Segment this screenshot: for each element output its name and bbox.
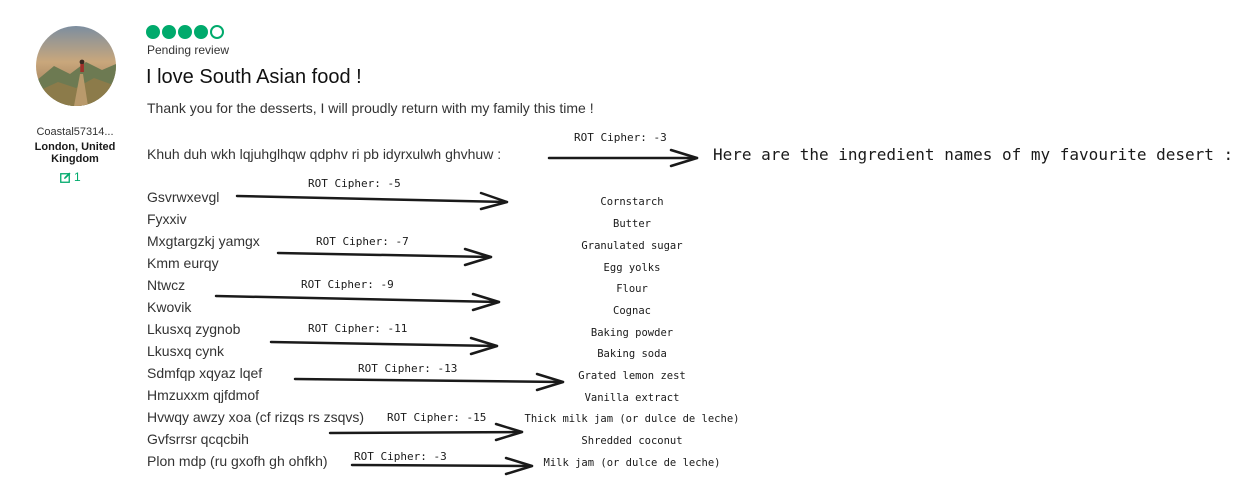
cipher-line: Lkusxq cynk <box>147 343 225 359</box>
rating-bubbles <box>146 25 224 39</box>
user-location: London, United Kingdom <box>34 141 116 165</box>
arrow <box>547 148 699 168</box>
avatar[interactable] <box>36 26 116 106</box>
ingredient-item: Vanilla extract <box>584 392 680 404</box>
arrow <box>293 372 565 392</box>
rot-label: ROT Cipher: -11 <box>308 322 408 335</box>
ingredient-item: Shredded coconut <box>581 435 683 447</box>
cipher-line: Ntwcz <box>147 277 186 293</box>
cipher-line: Sdmfqp xqyaz lqef <box>147 365 263 381</box>
arrow <box>328 422 524 442</box>
username[interactable]: Coastal57314... <box>36 126 114 138</box>
rot-label: ROT Cipher: -3 <box>574 131 667 144</box>
rot-label: ROT Cipher: -7 <box>316 235 409 248</box>
ingredient-item: Cognac <box>613 305 651 317</box>
ingredient-item: Egg yolks <box>603 262 661 274</box>
review-intro: Thank you for the desserts, I will proud… <box>147 100 594 116</box>
cipher-line: Khuh duh wkh lqjuhglhqw qdphv ri pb idyr… <box>147 146 502 162</box>
rating-bubble <box>146 25 160 39</box>
decoded-headline: Here are the ingredient names of my favo… <box>713 145 1234 164</box>
cipher-line: Kwovik <box>147 299 192 315</box>
cipher-line: Lkusxq zygnob <box>147 321 241 337</box>
cipher-line: Gsvrwxevgl <box>147 189 220 205</box>
ingredient-item: Milk jam (or dulce de leche) <box>543 457 721 469</box>
ingredient-item: Thick milk jam (or dulce de leche) <box>524 413 740 425</box>
ingredient-item: Granulated sugar <box>581 240 683 252</box>
rating-bubble <box>210 25 224 39</box>
ingredient-item: Grated lemon zest <box>578 370 686 382</box>
ingredient-item: Baking soda <box>597 348 667 360</box>
contributions-number: 1 <box>74 170 81 184</box>
cipher-line: Plon mdp (ru gxofh gh ohfkh) <box>147 453 328 469</box>
arrow <box>269 336 499 356</box>
arrow <box>235 191 509 211</box>
rot-label: ROT Cipher: -3 <box>354 450 447 463</box>
cipher-line: Hvwqy awzy xoa (cf rizqs rs zsqvs) <box>147 409 365 425</box>
cipher-line: Fyxxiv <box>147 211 187 227</box>
rot-label: ROT Cipher: -13 <box>358 362 458 375</box>
rating-bubble <box>194 25 208 39</box>
rot-label: ROT Cipher: -5 <box>308 177 401 190</box>
contributions-count: 1 <box>60 170 81 184</box>
avatar-photo <box>36 26 116 106</box>
ingredient-item: Butter <box>613 218 651 230</box>
rating-bubble <box>178 25 192 39</box>
review-title[interactable]: I love South Asian food ! <box>146 66 362 88</box>
cipher-line: Gvfsrrsr qcqcbih <box>147 431 249 447</box>
ingredient-item: Cornstarch <box>600 196 664 208</box>
arrow <box>276 247 493 267</box>
rating-bubble <box>162 25 176 39</box>
cipher-line: Kmm eurqy <box>147 255 219 271</box>
edit-icon <box>60 172 71 183</box>
cipher-line: Mxgtargzkj yamgx <box>147 233 260 249</box>
cipher-line: Hmzuxxm qjfdmof <box>147 387 260 403</box>
ingredient-item: Flour <box>616 283 648 295</box>
arrow <box>214 292 501 312</box>
ingredient-item: Baking powder <box>590 327 674 339</box>
review-status: Pending review <box>147 43 230 57</box>
arrow <box>350 456 534 476</box>
rot-label: ROT Cipher: -15 <box>387 411 487 424</box>
rot-label: ROT Cipher: -9 <box>301 278 394 291</box>
